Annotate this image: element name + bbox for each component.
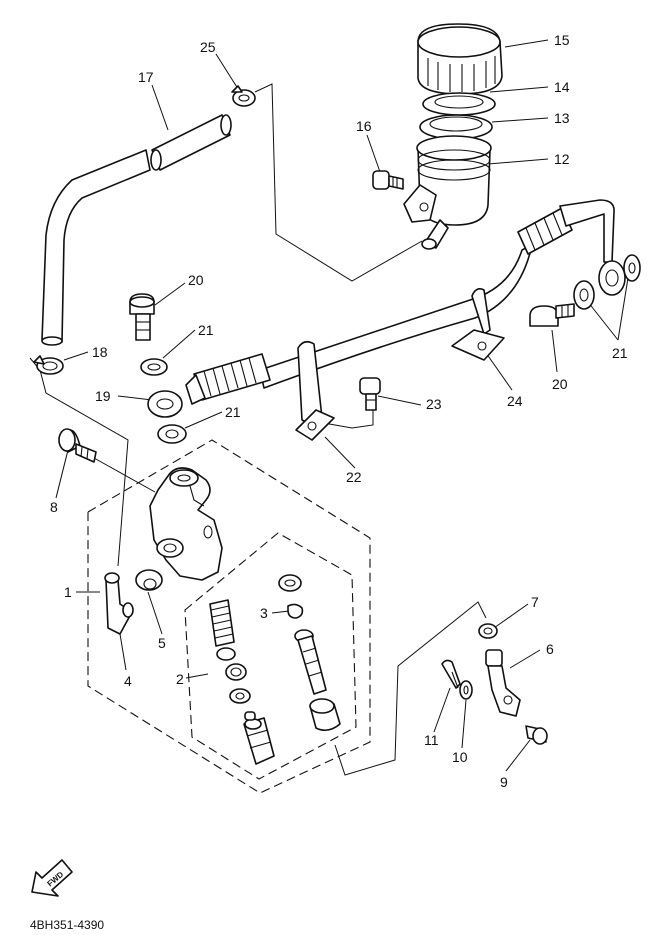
- callout-20b: 20: [552, 376, 568, 392]
- callout-22: 22: [346, 469, 362, 485]
- pin-washer: [459, 680, 473, 700]
- union-bolt-right: [529, 303, 575, 327]
- mounting-bolt: [58, 428, 97, 463]
- callout-7: 7: [531, 594, 539, 610]
- dust-boot: [309, 698, 341, 732]
- hose-clip-lower: [33, 355, 64, 375]
- spring-seat: [216, 647, 236, 661]
- hose-joint-elbow: [104, 572, 134, 635]
- callout-13: 13: [554, 110, 570, 126]
- callout-21b: 21: [225, 404, 241, 420]
- reservoir-tank: [403, 135, 492, 250]
- callout-25: 25: [200, 39, 216, 55]
- callout-5: 5: [158, 635, 166, 651]
- callout-15: 15: [554, 32, 570, 48]
- assembly-outlines: [87, 439, 371, 794]
- master-cylinder-body: [149, 467, 223, 581]
- callout-8: 8: [50, 499, 58, 515]
- push-rod: [294, 629, 327, 695]
- piston-kit-outline: [184, 532, 357, 780]
- small-washer: [229, 688, 251, 704]
- callout-23: 23: [426, 396, 442, 412]
- callout-11: 11: [424, 732, 439, 748]
- callout-10: 10: [452, 749, 468, 765]
- callout-1: 1: [64, 584, 72, 600]
- callout-2: 2: [176, 671, 184, 687]
- hose-clip-upper: [231, 85, 256, 107]
- brake-hose: [185, 199, 615, 405]
- piston-cup: [225, 663, 247, 681]
- reservoir-cap: [417, 23, 503, 95]
- fwd-arrow: FWD: [31, 859, 73, 897]
- callout-numbers: 1 2 3 4 5 6 7 8 9 10 11 12 13 14 15 16 1…: [50, 32, 628, 790]
- circlip: [287, 603, 304, 619]
- reservoir-diaphragm: [419, 114, 493, 140]
- clevis-joint: [485, 649, 521, 717]
- callout-17: 17: [138, 69, 154, 85]
- banjo-fitting-upper: [598, 260, 626, 296]
- callout-16: 16: [356, 118, 372, 134]
- callout-4: 4: [124, 673, 132, 689]
- clamp-bolt: [359, 377, 381, 411]
- callout-21a: 21: [198, 322, 214, 338]
- union-bolt-left: [129, 293, 155, 341]
- reservoir-bolt: [372, 170, 404, 190]
- callout-9: 9: [500, 774, 508, 790]
- diaphragm-plate: [422, 92, 496, 116]
- piston: [243, 711, 275, 765]
- callout-6: 6: [546, 641, 554, 657]
- cotter-pin: [441, 659, 461, 689]
- copper-washers: [140, 254, 641, 444]
- callout-19: 19: [95, 388, 111, 404]
- callout-14: 14: [554, 79, 570, 95]
- reservoir-hose: [41, 114, 232, 346]
- part-code: 4BH351-4390: [30, 918, 104, 932]
- piston-boot-cap: [278, 574, 302, 592]
- clevis-pin: [525, 725, 548, 745]
- callout-3: 3: [260, 605, 268, 621]
- lock-nut: [478, 623, 498, 639]
- callout-24: 24: [507, 393, 523, 409]
- hose-guide-bracket: [451, 288, 505, 361]
- hose-clamp: [295, 340, 335, 441]
- callout-20a: 20: [188, 272, 204, 288]
- piston-spring: [209, 599, 235, 647]
- o-ring: [135, 569, 163, 591]
- callout-21c: 21: [612, 345, 628, 361]
- banjo-fitting: [147, 390, 183, 418]
- callout-18: 18: [92, 344, 108, 360]
- callout-12: 12: [554, 151, 570, 167]
- leader-lines: [55, 39, 629, 772]
- master-cylinder-assembly-outline: [87, 439, 371, 794]
